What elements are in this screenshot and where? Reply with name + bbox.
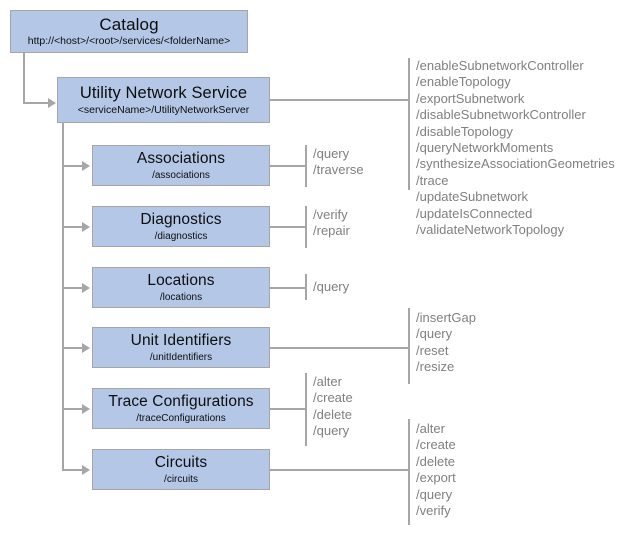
arrow-branch-6 bbox=[82, 465, 90, 475]
node-diagnostics[interactable]: Diagnostics /diagnostics bbox=[92, 206, 270, 247]
node-trace-configurations[interactable]: Trace Configurations /traceConfiguration… bbox=[92, 388, 270, 429]
connector-associations-to-ops bbox=[270, 165, 306, 167]
ops-bar-diagnostics bbox=[305, 206, 307, 248]
connector-service-trunk bbox=[62, 123, 64, 471]
node-unit-identifiers-title: Unit Identifiers bbox=[130, 332, 232, 349]
node-catalog[interactable]: Catalog http://<host>/<root>/services/<f… bbox=[10, 10, 248, 53]
ops-list-diagnostics: /verify/repair bbox=[313, 207, 350, 240]
operation-item[interactable]: /delete bbox=[416, 453, 456, 469]
operation-item[interactable]: /trace bbox=[416, 172, 449, 188]
ops-list-unit-identifiers: /insertGap/query/reset/resize bbox=[416, 310, 476, 376]
node-circuits-path: /circuits bbox=[164, 474, 198, 485]
operation-item[interactable]: /disableTopology bbox=[416, 123, 513, 139]
connector-circuits-to-ops bbox=[270, 469, 409, 471]
node-diagnostics-title: Diagnostics bbox=[140, 211, 222, 228]
operation-item[interactable]: /queryNetworkMoments bbox=[416, 140, 554, 156]
node-catalog-title: Catalog bbox=[99, 15, 159, 34]
ops-bar-circuits bbox=[408, 419, 410, 525]
node-unit-identifiers-path: /unitIdentifiers bbox=[149, 352, 213, 363]
ops-list-locations: /query bbox=[313, 279, 349, 295]
operation-item[interactable]: /alter bbox=[313, 374, 342, 389]
arrow-branch-4 bbox=[82, 343, 90, 353]
node-diagnostics-path: /diagnostics bbox=[154, 231, 208, 242]
node-utility-network-service[interactable]: Utility Network Service <serviceName>/Ut… bbox=[57, 77, 270, 123]
node-trace-configurations-path: /traceConfigurations bbox=[136, 413, 226, 424]
ops-bar-service bbox=[408, 58, 410, 190]
operation-item[interactable]: /query bbox=[416, 326, 453, 342]
arrow-branch-2 bbox=[82, 222, 90, 232]
connector-unit-identifiers-to-ops bbox=[270, 347, 409, 349]
connector-locations-to-ops bbox=[270, 287, 306, 289]
operation-item[interactable]: /query bbox=[313, 423, 350, 439]
connector-branch-4 bbox=[62, 347, 83, 349]
connector-branch-1 bbox=[62, 165, 83, 167]
operation-item[interactable]: /resize bbox=[416, 359, 455, 375]
operation-item[interactable]: /create bbox=[313, 390, 353, 406]
connector-branch-6 bbox=[62, 469, 83, 471]
operation-item[interactable]: /disableSubnetworkController bbox=[416, 107, 586, 123]
node-circuits[interactable]: Circuits /circuits bbox=[92, 449, 270, 490]
node-associations[interactable]: Associations /associations bbox=[92, 145, 270, 186]
ops-list-trace-configurations: /alter/create/delete/query bbox=[313, 374, 353, 440]
arrow-branch-5 bbox=[82, 404, 90, 414]
node-service-title: Utility Network Service bbox=[79, 83, 248, 102]
ops-list-circuits: /alter/create/delete/export/query/verify bbox=[416, 421, 456, 519]
operation-item[interactable]: /query bbox=[313, 279, 350, 294]
node-locations[interactable]: Locations /locations bbox=[92, 267, 270, 308]
ops-bar-trace-configurations bbox=[305, 373, 307, 446]
operation-item[interactable]: /alter bbox=[416, 421, 445, 436]
operation-item[interactable]: /reset bbox=[416, 342, 449, 358]
operation-item[interactable]: /verify bbox=[313, 207, 348, 222]
connector-service-to-ops bbox=[270, 99, 409, 101]
ops-list-associations: /query/traverse bbox=[313, 146, 364, 179]
node-catalog-path: http://<host>/<root>/services/<folderNam… bbox=[27, 35, 231, 47]
operation-item[interactable]: /traverse bbox=[313, 162, 364, 178]
connector-branch-3 bbox=[62, 287, 83, 289]
operation-item[interactable]: /query bbox=[313, 146, 350, 161]
operation-item[interactable]: /exportSubnetwork bbox=[416, 90, 525, 106]
node-associations-title: Associations bbox=[136, 150, 226, 167]
operation-item[interactable]: /enableTopology bbox=[416, 74, 511, 90]
node-locations-title: Locations bbox=[147, 272, 215, 289]
operation-item[interactable]: /updateSubnetwork bbox=[416, 189, 529, 205]
ops-bar-unit-identifiers bbox=[408, 308, 410, 384]
operation-item[interactable]: /verify bbox=[416, 503, 451, 519]
operation-item[interactable]: /updateIsConnected bbox=[416, 205, 533, 221]
node-service-path: <serviceName>/UtilityNetworkServer bbox=[77, 103, 250, 116]
operation-item[interactable]: /repair bbox=[313, 223, 350, 239]
operation-item[interactable]: /query bbox=[416, 486, 453, 502]
connector-branch-2 bbox=[62, 226, 83, 228]
operation-item[interactable]: /delete bbox=[313, 406, 353, 422]
connector-trace-configurations-to-ops bbox=[270, 408, 306, 410]
operation-item[interactable]: /validateNetworkTopology bbox=[416, 222, 565, 238]
operation-item[interactable]: /export bbox=[416, 470, 456, 486]
node-locations-path: /locations bbox=[159, 292, 203, 303]
operation-item[interactable]: /insertGap bbox=[416, 310, 476, 325]
connector-catalog-down bbox=[23, 53, 25, 103]
arrow-branch-1 bbox=[82, 161, 90, 171]
connector-branch-5 bbox=[62, 408, 83, 410]
ops-list-service: /enableSubnetworkController/enableTopolo… bbox=[416, 58, 615, 238]
ops-bar-associations bbox=[305, 145, 307, 187]
arrow-catalog-to-service bbox=[48, 98, 56, 108]
ops-bar-locations bbox=[305, 274, 307, 300]
node-unit-identifiers[interactable]: Unit Identifiers /unitIdentifiers bbox=[92, 327, 270, 368]
node-associations-path: /associations bbox=[152, 170, 210, 181]
arrow-branch-3 bbox=[82, 283, 90, 293]
operation-item[interactable]: /enableSubnetworkController bbox=[416, 58, 584, 73]
operation-item[interactable]: /synthesizeAssociationGeometries bbox=[416, 156, 615, 172]
operation-item[interactable]: /create bbox=[416, 437, 456, 453]
node-trace-configurations-title: Trace Configurations bbox=[108, 393, 254, 410]
connector-catalog-to-service bbox=[23, 102, 49, 104]
connector-diagnostics-to-ops bbox=[270, 226, 306, 228]
node-circuits-title: Circuits bbox=[154, 454, 208, 471]
